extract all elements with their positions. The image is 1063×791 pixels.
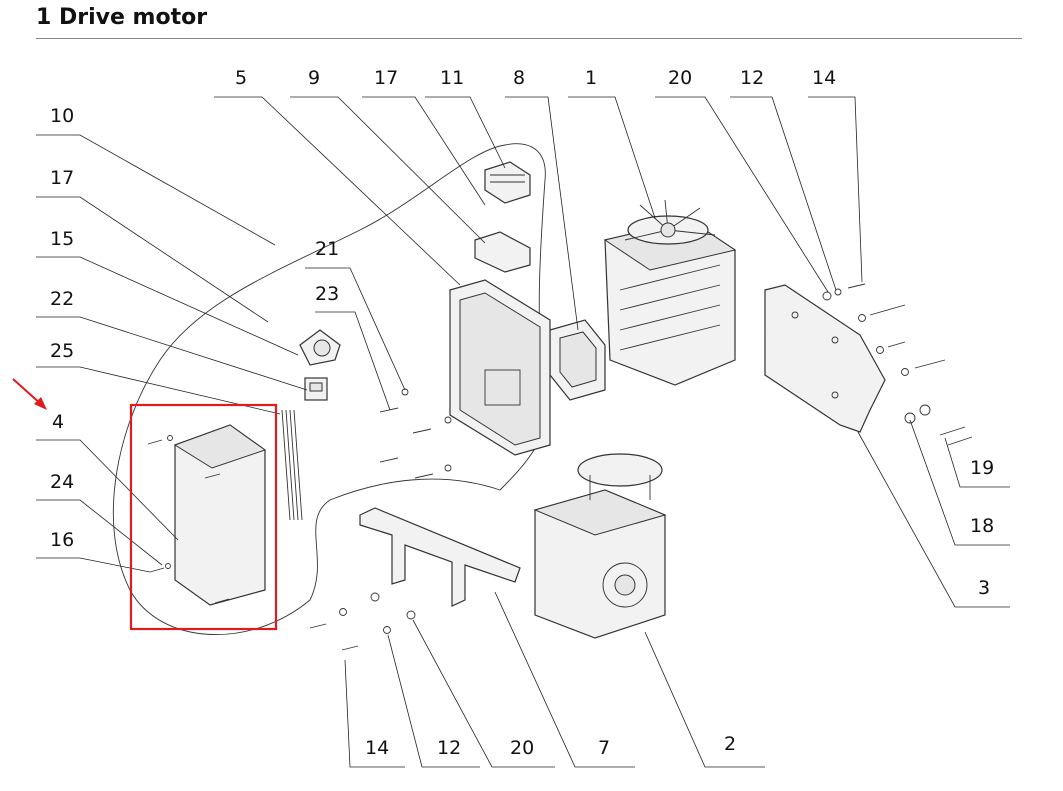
callout-23: 23 — [315, 283, 339, 305]
title-underline — [36, 38, 1022, 39]
callout-2: 2 — [724, 733, 736, 755]
callout-17-left: 17 — [50, 167, 74, 189]
callout-18: 18 — [970, 515, 994, 537]
terminal-box-screws — [379, 388, 452, 479]
callout-5: 5 — [235, 67, 247, 89]
callout-8: 8 — [513, 67, 525, 89]
callout-12-top: 12 — [740, 67, 764, 89]
torque-arm-part — [359, 507, 521, 607]
callout-14-top: 14 — [812, 67, 836, 89]
cable-clamp-part — [299, 329, 341, 366]
callout-16: 16 — [50, 529, 74, 551]
callout-11: 11 — [440, 67, 464, 89]
leader-lines — [36, 96, 1010, 768]
callout-20-top: 20 — [668, 67, 692, 89]
terminal-box-part — [449, 279, 551, 456]
gearbox-part — [533, 453, 667, 639]
gasket-part — [549, 319, 606, 401]
callout-4: 4 — [52, 411, 64, 433]
callout-1: 1 — [585, 67, 597, 89]
control-unit-screws — [147, 435, 230, 604]
callout-17-top: 17 — [374, 67, 398, 89]
bottom-fasteners — [309, 592, 416, 651]
callout-9: 9 — [308, 67, 320, 89]
callout-14-bottom: 14 — [365, 737, 389, 759]
control-unit-part — [173, 424, 267, 606]
callout-10: 10 — [50, 105, 74, 127]
page-title: 1 Drive motor — [36, 5, 208, 30]
mounting-plate-part — [764, 284, 886, 433]
callout-25: 25 — [50, 340, 74, 362]
callout-24: 24 — [50, 471, 74, 493]
plate-fasteners — [822, 283, 973, 446]
highlight-arrow — [12, 378, 47, 410]
callout-21: 21 — [315, 238, 339, 260]
terminal-bracket-part — [474, 231, 531, 273]
callout-7: 7 — [598, 737, 610, 759]
callout-22: 22 — [50, 288, 74, 310]
connector-block-part — [484, 161, 531, 204]
motor-part — [603, 199, 737, 386]
cable-bundle-part — [281, 409, 303, 521]
small-connector-part — [304, 377, 328, 401]
callout-12-bottom: 12 — [437, 737, 461, 759]
callout-19: 19 — [970, 457, 994, 479]
callout-labels: 5 9 17 11 8 1 20 12 14 10 17 15 22 25 4 … — [50, 67, 994, 759]
callout-20-bottom: 20 — [510, 737, 534, 759]
callout-3: 3 — [978, 577, 990, 599]
highlight-box — [129, 403, 278, 631]
callout-15: 15 — [50, 228, 74, 250]
